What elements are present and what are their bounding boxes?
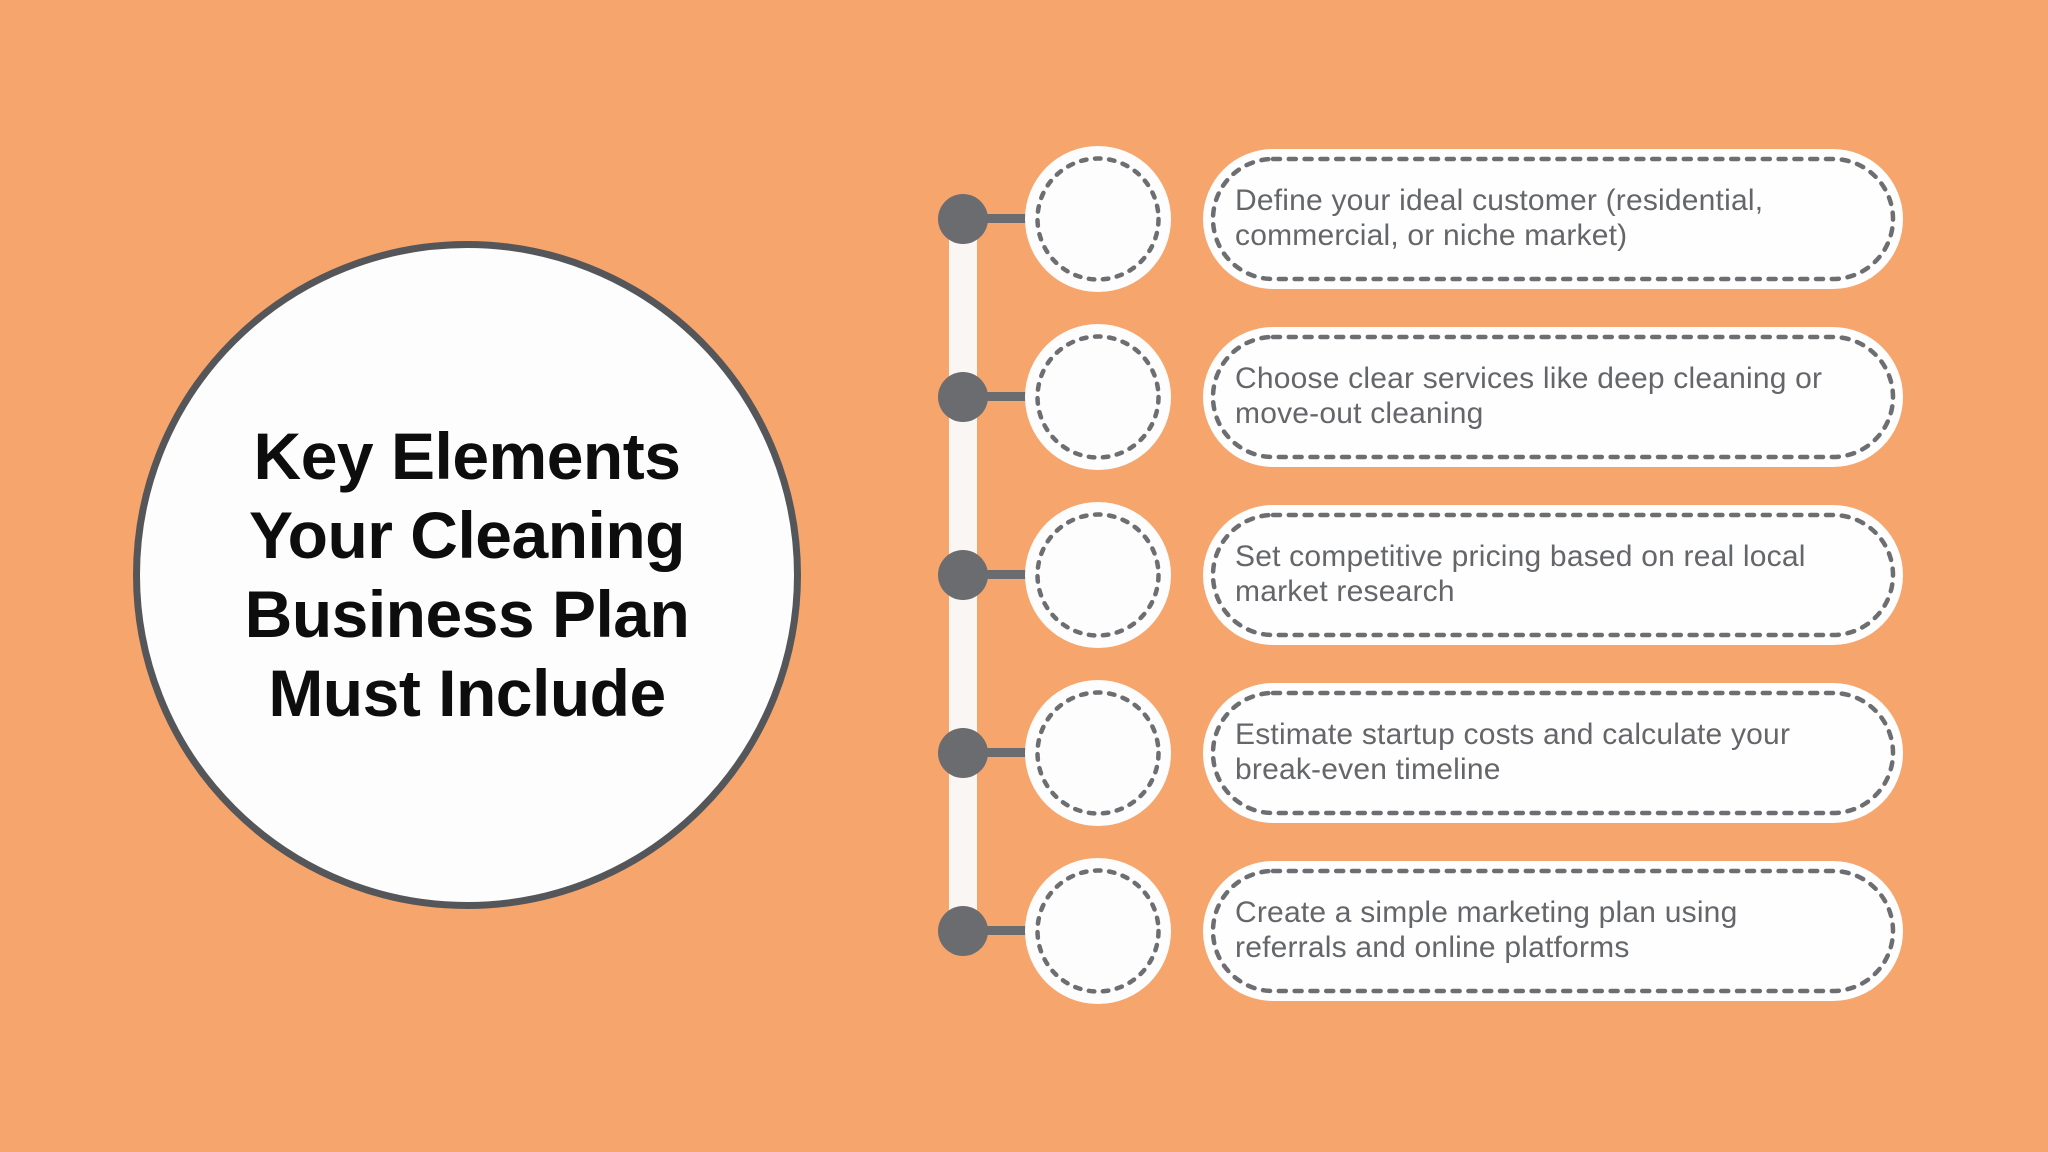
step-card: Create a simple marketing plan using ref…: [1203, 861, 1903, 1001]
title-circle: Key Elements Your Cleaning Business Plan…: [133, 241, 801, 909]
dashed-ring-icon: [1035, 690, 1161, 816]
timeline-node-dot: [938, 194, 988, 244]
dashed-ring-icon: [1035, 512, 1161, 638]
timeline-node-dot: [938, 906, 988, 956]
timeline-row: Choose clear services like deep cleaning…: [938, 324, 1904, 470]
dashed-card-border-icon: [1210, 512, 1896, 638]
page-title: Key Elements Your Cleaning Business Plan…: [244, 418, 690, 731]
timeline-row: Set competitive pricing based on real lo…: [938, 502, 1904, 648]
dashed-card-border-icon: [1210, 868, 1896, 994]
step-circle: [1025, 502, 1171, 648]
dashed-ring-stroke: [1035, 868, 1161, 994]
dashed-card-border-icon: [1210, 690, 1896, 816]
step-text: Set competitive pricing based on real lo…: [1235, 540, 1806, 608]
dashed-ring-icon: [1035, 868, 1161, 994]
step-card: Set competitive pricing based on real lo…: [1203, 505, 1903, 645]
step-text: Choose clear services like deep cleaning…: [1235, 362, 1823, 430]
timeline-row: Create a simple marketing plan using ref…: [938, 858, 1904, 1004]
dashed-ring-stroke: [1035, 156, 1161, 282]
dashed-card-border-stroke: [1210, 156, 1896, 282]
dashed-card-border-icon: [1210, 156, 1896, 282]
timeline-node-dot: [938, 372, 988, 422]
connector-line: [963, 214, 1043, 223]
connector-line: [963, 392, 1043, 401]
dashed-ring-icon: [1035, 156, 1161, 282]
timeline-row: Estimate startup costs and calculate you…: [938, 680, 1904, 826]
step-circle: [1025, 680, 1171, 826]
timeline-node-dot: [938, 550, 988, 600]
connector-line: [963, 570, 1043, 579]
dashed-card-border-stroke: [1210, 868, 1896, 994]
step-card: Choose clear services like deep cleaning…: [1203, 327, 1903, 467]
step-circle: [1025, 858, 1171, 1004]
dashed-ring-stroke: [1035, 690, 1161, 816]
step-text: Create a simple marketing plan using ref…: [1235, 896, 1738, 964]
step-card: Define your ideal customer (residential,…: [1203, 149, 1903, 289]
step-circle: [1025, 146, 1171, 292]
dashed-ring-icon: [1035, 334, 1161, 460]
dashed-ring-stroke: [1035, 334, 1161, 460]
dashed-ring-stroke: [1035, 512, 1161, 638]
connector-line: [963, 748, 1043, 757]
step-text: Estimate startup costs and calculate you…: [1235, 718, 1791, 786]
step-text: Define your ideal customer (residential,…: [1235, 184, 1764, 252]
dashed-card-border-stroke: [1210, 512, 1896, 638]
connector-line: [963, 926, 1043, 935]
dashed-card-border-stroke: [1210, 334, 1896, 460]
timeline-row: Define your ideal customer (residential,…: [938, 146, 1904, 292]
timeline-node-dot: [938, 728, 988, 778]
step-card: Estimate startup costs and calculate you…: [1203, 683, 1903, 823]
step-circle: [1025, 324, 1171, 470]
dashed-card-border-icon: [1210, 334, 1896, 460]
dashed-card-border-stroke: [1210, 690, 1896, 816]
